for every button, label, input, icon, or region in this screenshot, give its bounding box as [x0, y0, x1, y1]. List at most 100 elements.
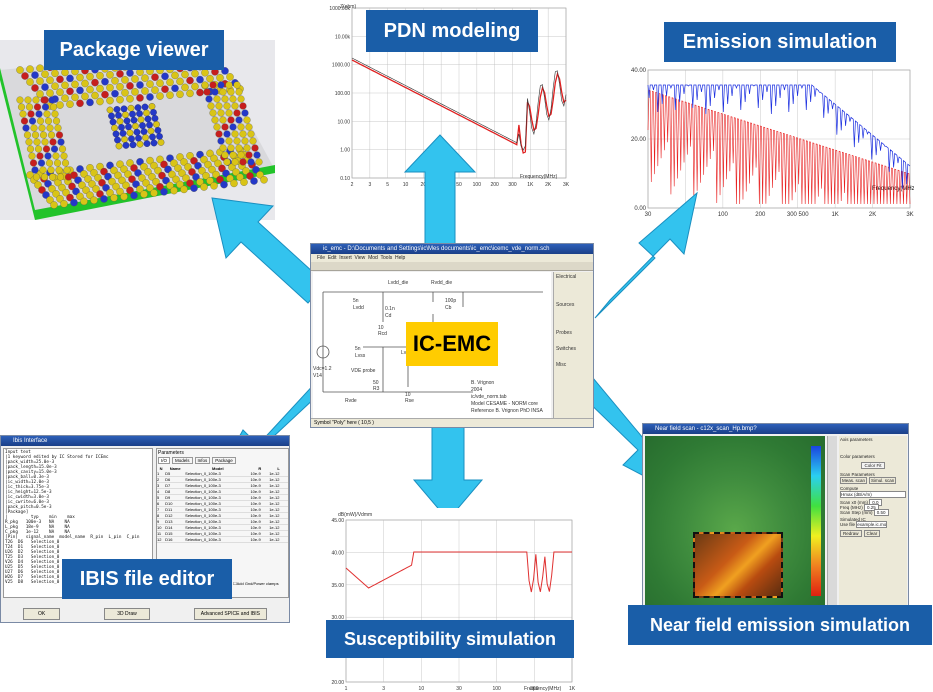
solder-ball	[49, 138, 57, 146]
component-palette[interactable]: Electrical Sources Probes Switches Misc	[553, 272, 593, 419]
solder-ball	[106, 71, 114, 79]
nearfield-side-tabs[interactable]	[827, 436, 837, 608]
file-input[interactable]: example.ic.mo	[856, 521, 888, 528]
ibis-editor-title: IBIS file editor	[62, 559, 232, 599]
solder-ball	[46, 124, 54, 132]
table-cell: D5	[165, 471, 186, 477]
solder-ball	[78, 181, 86, 189]
solder-ball	[21, 72, 29, 80]
solder-ball	[231, 130, 239, 138]
solder-ball	[245, 151, 253, 159]
schematic-toolbar[interactable]	[311, 262, 593, 271]
solder-ball	[171, 84, 179, 93]
menu-mod[interactable]: Mod	[368, 255, 378, 261]
solder-ball	[74, 176, 82, 184]
solder-ball	[144, 168, 152, 176]
solder-ball	[166, 91, 174, 99]
clear-button[interactable]: Clear	[863, 530, 881, 537]
y-tick-label: 20.00	[331, 680, 344, 686]
field-step[interactable]: 0.50	[873, 509, 889, 516]
solder-ball	[156, 183, 164, 191]
solder-ball	[213, 95, 221, 103]
solder-ball	[136, 185, 144, 193]
solder-ball	[237, 95, 245, 103]
field-scan-x0[interactable]: 0.0	[869, 499, 882, 506]
meas-scan-button[interactable]: Meas. scan	[840, 477, 868, 484]
table-cell: 10e-9	[250, 471, 270, 477]
label-lvdd: Lvdd	[353, 305, 364, 311]
solder-ball	[247, 158, 255, 166]
label-5n-b: 5n	[355, 346, 361, 352]
solder-ball	[46, 196, 54, 204]
ibis-tab-models[interactable]: Models	[172, 457, 193, 464]
solder-ball	[174, 164, 182, 172]
menu-view[interactable]: View	[354, 255, 366, 261]
solder-ball	[132, 180, 140, 188]
solder-ball	[37, 159, 46, 167]
solder-ball	[44, 152, 52, 160]
solder-ball	[191, 82, 199, 91]
ibis-tab-infos[interactable]: Infos	[194, 457, 211, 464]
label-10-b: 10	[405, 392, 411, 398]
menu-file[interactable]: File	[317, 255, 326, 261]
menu-tools[interactable]: Tools	[380, 255, 393, 261]
advanced-spice-button[interactable]: Advanced SPICE and IBIS	[193, 608, 267, 620]
solder-ball	[112, 182, 120, 191]
menu-help[interactable]: Help	[394, 255, 406, 261]
solder-ball	[61, 94, 69, 102]
solder-ball	[16, 96, 24, 104]
y-tick-label: 20.00	[631, 137, 647, 143]
field-freq[interactable]: 0.25	[864, 504, 879, 511]
x-tick-label: 30	[456, 686, 462, 692]
menu-insert[interactable]: Insert	[339, 255, 352, 261]
label-rse: Rse	[405, 398, 414, 404]
solder-ball	[26, 145, 35, 153]
die-ball	[157, 139, 165, 146]
die-ball	[136, 140, 144, 148]
solder-ball	[52, 190, 60, 198]
compute-header: Compute	[840, 486, 859, 491]
ibis-tab-io[interactable]: I/O	[158, 457, 171, 464]
table-cell: 1	[157, 471, 166, 477]
solder-ball	[34, 145, 43, 153]
info-year: 2004	[471, 387, 482, 393]
ibis-tab-package[interactable]: Package	[212, 457, 236, 464]
solder-ball	[40, 96, 48, 104]
compute-select[interactable]: Hmax (dB/A/m)	[840, 491, 906, 498]
ok-button[interactable]: OK	[23, 608, 61, 620]
solder-ball	[196, 178, 204, 186]
redraw-button[interactable]: Redraw	[840, 530, 862, 537]
x-tick-label: 2K	[869, 212, 876, 218]
solder-ball	[166, 154, 174, 162]
nearfield-map[interactable]	[645, 436, 825, 608]
table-cell: 10e-9	[250, 536, 270, 543]
die-ball	[141, 103, 149, 111]
die-ball	[120, 105, 128, 113]
die-ball	[156, 133, 163, 140]
solder-ball	[225, 109, 233, 117]
solder-ball	[120, 165, 128, 173]
y-tick-label: 10.00k	[335, 34, 351, 40]
die-ball	[137, 116, 145, 123]
menu-edit[interactable]: Edit	[327, 255, 337, 261]
ibis-checkbox-clamps[interactable]: ☐Add Gnd/Power clamps	[233, 581, 279, 586]
solder-ball	[158, 171, 166, 180]
3d-draw-button[interactable]: 3D Draw	[104, 608, 150, 620]
color-fit-button[interactable]: Color Fit	[861, 462, 885, 469]
solder-ball	[96, 84, 104, 93]
solder-ball	[236, 173, 244, 181]
simul-scan-button[interactable]: Simul. scan	[869, 477, 897, 484]
